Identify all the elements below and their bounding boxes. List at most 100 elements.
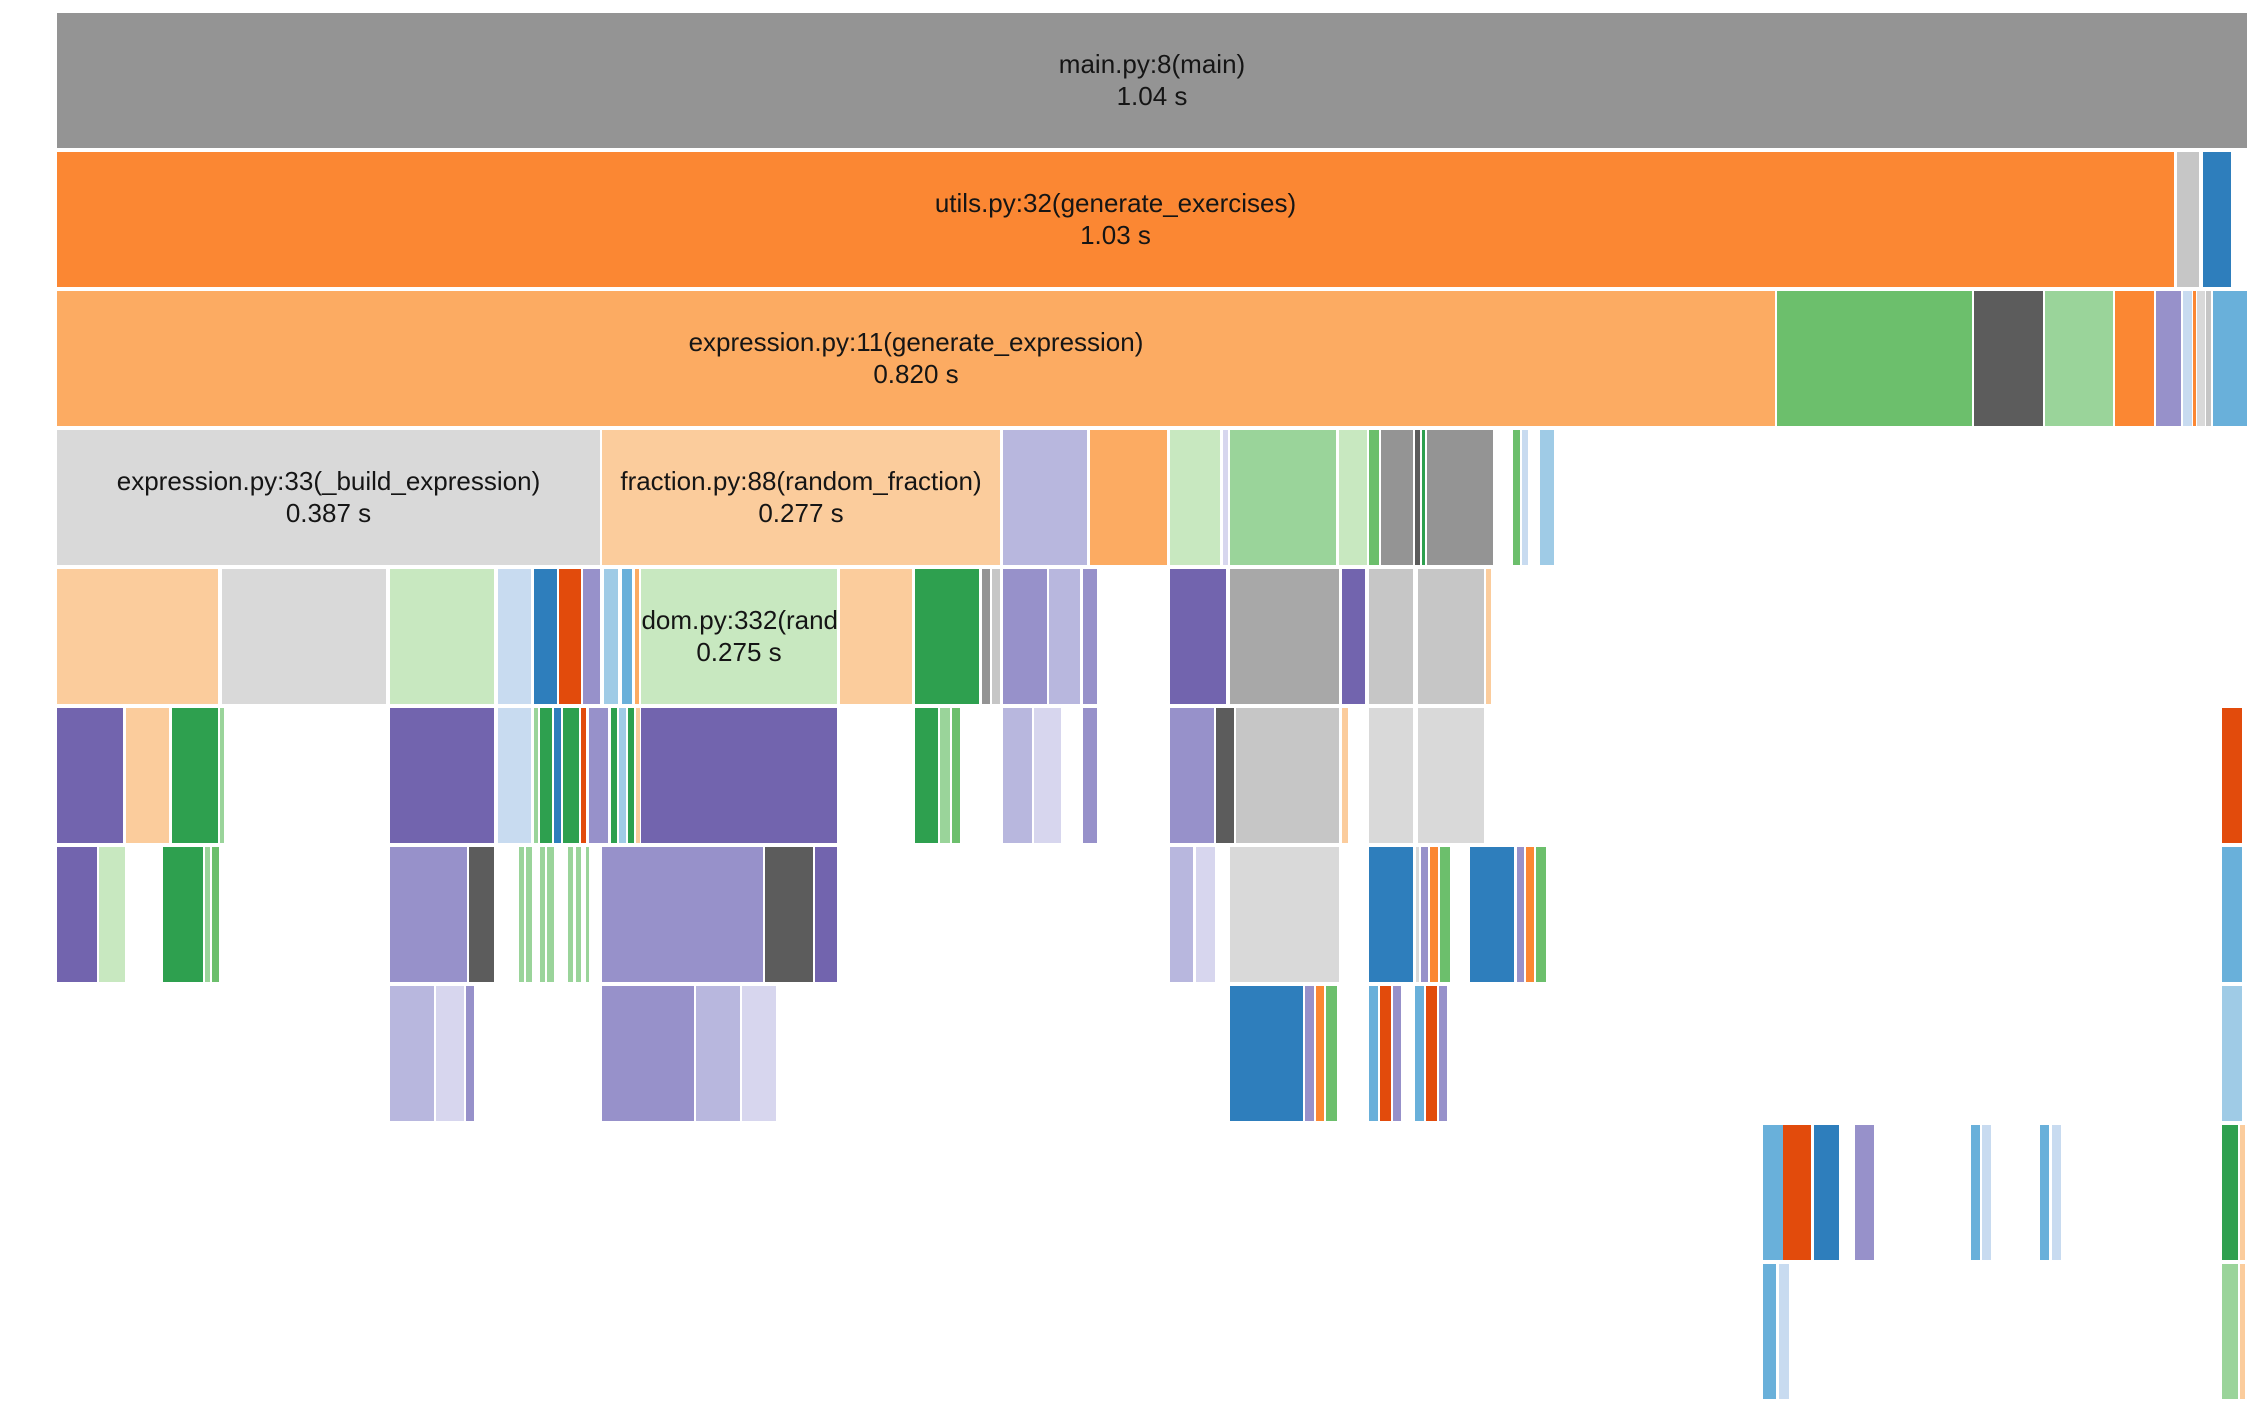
flame-frame[interactable]: concat (1230, 847, 1339, 982)
flame-frame[interactable]: os-write (1814, 1125, 1839, 1260)
flame-frame[interactable]: tiny-ai (547, 847, 554, 982)
flame-frame[interactable]: tiny-ba (1393, 986, 1401, 1121)
flame-frame[interactable]: shuffle (2156, 291, 2181, 426)
flame-frame[interactable]: tiny-e (1513, 430, 1520, 565)
flame-frame[interactable]: gcd-reduce (840, 569, 912, 704)
flame-frame[interactable]: tiny-av (1305, 986, 1314, 1121)
flame-frame[interactable]: format-leaf (1339, 430, 1367, 565)
flame-frame[interactable]: formatter (1777, 291, 1972, 426)
flame-frame[interactable]: random-call (498, 708, 531, 843)
flame-frame[interactable]: sys-call (1783, 1125, 1811, 1260)
flame-frame[interactable]: tiny-u (589, 708, 608, 843)
flame-frame[interactable]: ast-walk (1230, 569, 1339, 704)
flame-frame[interactable]: tiny-d (1422, 430, 1425, 565)
flame-frame[interactable]: tiny-z (940, 708, 950, 843)
flame-frame[interactable]: tiny-bg (2040, 1125, 2049, 1260)
flame-frame[interactable]: random.py:292(randrange) (641, 708, 837, 843)
flame-frame[interactable]: join-parts (1369, 708, 1413, 843)
flame-frame[interactable]: mask-2 (696, 986, 740, 1121)
flame-frame[interactable]: tiny-c (1415, 430, 1420, 565)
flame-frame[interactable]: tiny-f (1522, 430, 1528, 565)
flame-frame[interactable]: getrandbits-2 (765, 847, 813, 982)
flame-frame[interactable]: fraction.py:88(random_fraction)0.277 s (602, 430, 1000, 565)
flame-frame[interactable]: tiny-q (540, 708, 552, 843)
flame-frame[interactable]: tiny-v (611, 708, 617, 843)
flame-frame[interactable]: tiny-k (982, 569, 990, 704)
flame-frame[interactable]: mask (436, 986, 464, 1121)
flame-frame[interactable]: tiny-aq (1517, 847, 1524, 982)
flame-frame[interactable]: tiny-ag (526, 847, 532, 982)
flame-frame[interactable]: tiny-o (220, 708, 224, 843)
flame-frame[interactable]: tiny-af (519, 847, 524, 982)
flame-frame[interactable]: tiny-al (586, 847, 589, 982)
flame-frame[interactable]: write-buf (2222, 986, 2242, 1121)
flame-frame[interactable]: str-build (1236, 708, 1339, 843)
flame-frame[interactable]: tiny-a (1223, 430, 1228, 565)
flame-frame[interactable]: join-parts-2 (1418, 708, 1484, 843)
flame-frame[interactable]: tiny-ak (576, 847, 581, 982)
flame-frame[interactable]: expression.py:33(_build_expression)0.387… (57, 430, 600, 565)
flame-frame[interactable]: scan-token (1170, 708, 1214, 843)
flame-frame[interactable]: tiny-bf (1982, 1125, 1991, 1260)
flame-frame[interactable]: builtins (2177, 152, 2199, 287)
flame-frame[interactable]: abs (99, 847, 125, 982)
flame-frame[interactable]: index-call (1003, 708, 1032, 843)
flame-frame[interactable]: getrandbits-c (469, 847, 494, 982)
flame-frame[interactable]: tiny-bb (1415, 986, 1424, 1121)
flame-frame[interactable]: misc-b (2193, 291, 2196, 426)
flame-frame[interactable]: len-call (1034, 708, 1061, 843)
flame-frame[interactable]: tiny-ao (1430, 847, 1438, 982)
flame-frame[interactable]: tiny-ax (1326, 986, 1337, 1121)
flame-frame[interactable]: bit-ops (815, 847, 837, 982)
flame-frame[interactable]: mul (126, 708, 169, 843)
flame-frame[interactable]: tiny-t (581, 708, 586, 843)
flame-frame[interactable]: utils.py:32(generate_exercises)1.03 s (57, 152, 2174, 287)
flame-frame[interactable]: rand-range (390, 569, 494, 704)
flame-frame[interactable]: operand-pick (1090, 430, 1167, 565)
flame-frame[interactable]: re-match (1216, 708, 1234, 843)
flame-frame[interactable]: tiny-j (635, 569, 639, 704)
flame-frame[interactable]: sys-exit (1779, 1264, 1789, 1399)
flame-frame[interactable]: close (2222, 1125, 2238, 1260)
flame-frame[interactable]: tiny-m (1083, 569, 1097, 704)
flame-frame[interactable]: repr-call (1381, 430, 1413, 565)
flame-frame[interactable]: group-b (1196, 847, 1215, 982)
flame-frame[interactable]: tiny-i (622, 569, 632, 704)
flame-frame[interactable]: encode-2 (1470, 847, 1514, 982)
flame-frame[interactable]: str-join (1427, 430, 1493, 565)
flame-frame[interactable]: tiny-r (554, 708, 561, 843)
flame-frame[interactable]: depth-check (1170, 430, 1220, 565)
flame-frame[interactable]: int-cast (583, 569, 600, 704)
flame-frame[interactable]: tiny-ah (540, 847, 545, 982)
flame-frame[interactable]: tiny-ab (1083, 708, 1097, 843)
flame-frame[interactable]: tiny-bd (1439, 986, 1447, 1121)
flame-frame[interactable]: sys-enter (1763, 1264, 1776, 1399)
flame-frame[interactable]: randrange (390, 708, 494, 843)
flame-frame[interactable]: frac-build (57, 569, 218, 704)
flame-frame[interactable]: tiny-l (992, 569, 1000, 704)
flame-frame[interactable]: tiny-h (604, 569, 618, 704)
flame-frame[interactable]: operator-pick (1003, 430, 1087, 565)
flame-frame[interactable]: format-node (1230, 430, 1336, 565)
flame-frame[interactable]: emit-str (1369, 569, 1413, 704)
flame-frame[interactable]: tiny-ay (1369, 986, 1378, 1121)
flame-frame[interactable]: choice-call (1003, 569, 1047, 704)
flame-frame[interactable]: writer (2115, 291, 2154, 426)
flame-frame[interactable]: gcd (172, 708, 218, 843)
flame-frame[interactable]: simplify (2045, 291, 2113, 426)
flame-frame[interactable]: bit-length (559, 569, 581, 704)
flame-frame[interactable]: tiny-aa (952, 708, 960, 843)
flame-frame[interactable]: node-visit (1342, 569, 1365, 704)
flame-frame[interactable]: misc-d (2206, 291, 2211, 426)
flame-frame[interactable]: emit-str-2 (1418, 569, 1484, 704)
flame-frame[interactable]: tiny-be (1971, 1125, 1980, 1260)
flame-frame[interactable]: tiny-aw (1316, 986, 1324, 1121)
flame-frame[interactable]: mod (57, 847, 97, 982)
flame-frame[interactable]: tiny-ar (1526, 847, 1534, 982)
flame-frame[interactable]: frac-norm (915, 569, 979, 704)
flame-frame[interactable]: random.py:332(randint)0.275 s (641, 569, 837, 704)
flame-frame[interactable]: misc-a (2183, 291, 2192, 426)
flame-frame[interactable]: fini (2222, 1264, 2238, 1399)
flame-frame[interactable]: node-alloc (222, 569, 386, 704)
flame-frame[interactable]: getrandbits (534, 569, 557, 704)
